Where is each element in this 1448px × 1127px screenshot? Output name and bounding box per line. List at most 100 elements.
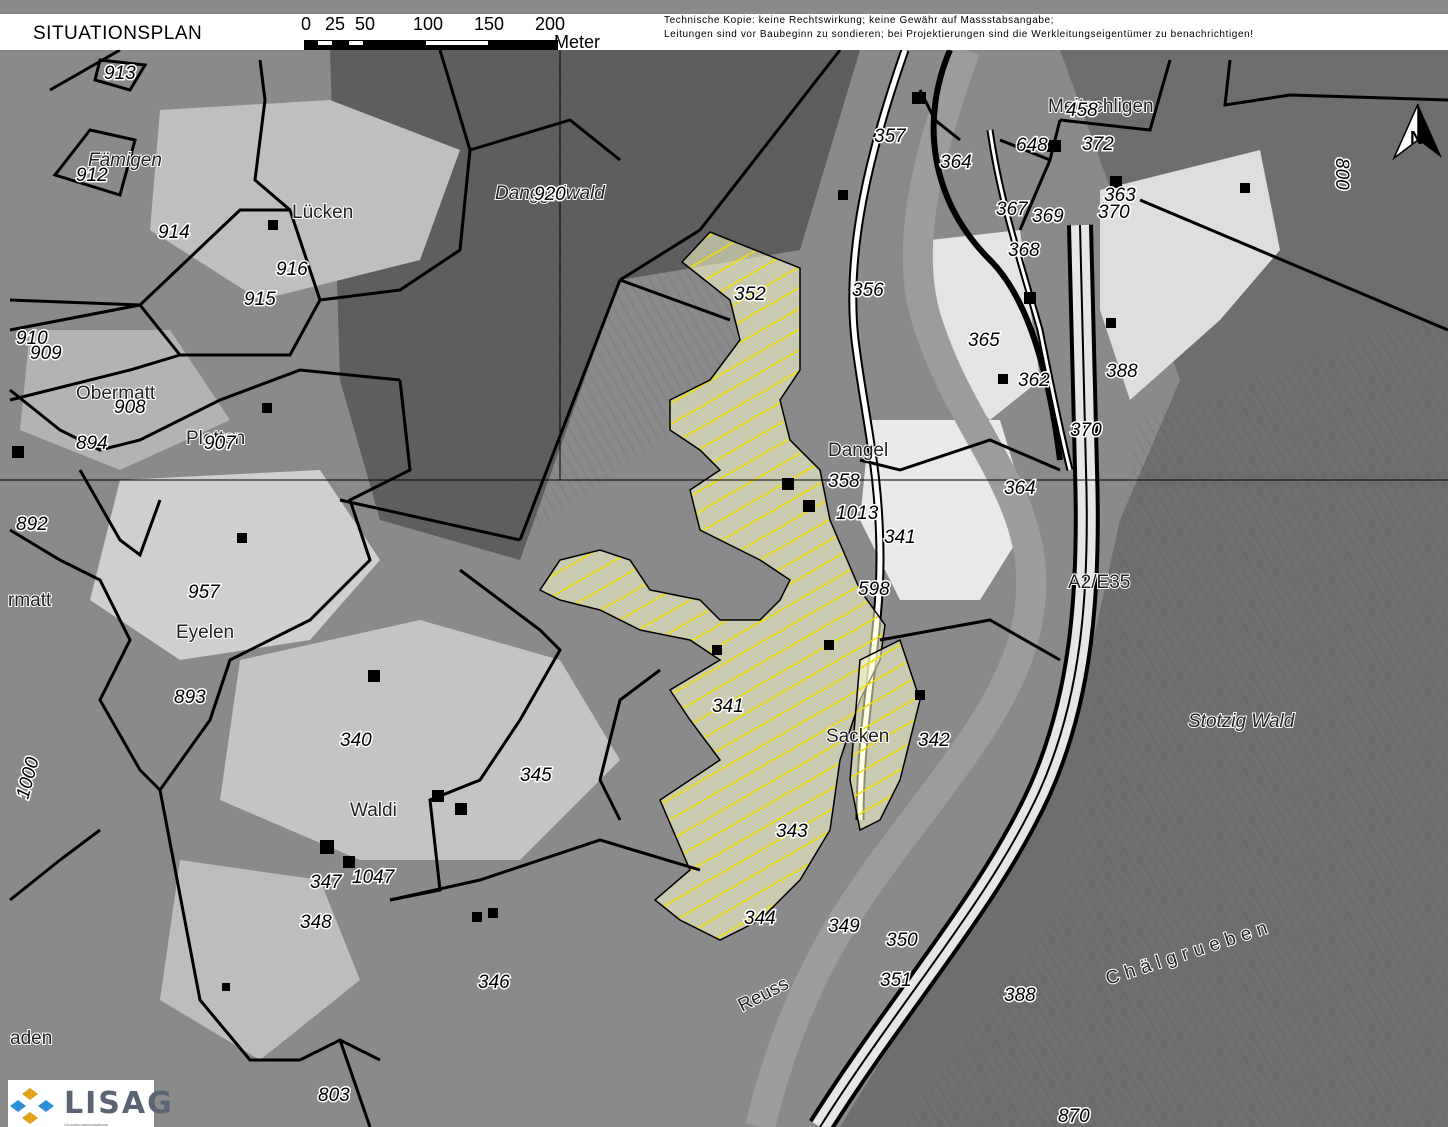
scale-bar: 0 25 50 100 150 200 Meter: [296, 14, 648, 52]
motorway-a2-median: [819, 224, 1088, 1127]
scale-tick: 150: [473, 14, 505, 34]
road-label: A2/E35: [1068, 572, 1130, 593]
parcel-number: 910: [16, 328, 48, 349]
terrain-plateau-waldi: [220, 620, 620, 860]
parcel-number: 364: [940, 152, 972, 173]
north-arrow-icon: N: [1392, 103, 1442, 161]
place-label: aden: [10, 1028, 52, 1049]
scale-tick: 25: [324, 14, 346, 34]
parcel-number: 349: [828, 916, 860, 937]
contour-elevation: 800: [1331, 158, 1352, 190]
scale-tick: 100: [412, 14, 444, 34]
parcel-number: 907: [204, 433, 237, 454]
parcel-number: 345: [520, 765, 552, 786]
disclaimer-box: Technische Kopie: keine Rechtswirkung; k…: [648, 14, 1448, 50]
river-reuss: [745, 45, 1047, 1127]
scale-tick: 200: [534, 14, 566, 34]
parcel-number: 356: [852, 280, 884, 301]
parcel-number: 358: [828, 471, 860, 492]
parcel-number: 367: [996, 199, 1029, 220]
parcel-number: 368: [1008, 240, 1040, 261]
place-label: Dangel: [828, 440, 888, 461]
parcel-number: 648: [1016, 135, 1048, 156]
lisag-logo: LISAG Geoinformationssysteme: [8, 1080, 172, 1127]
contour-texture-north: [500, 60, 860, 540]
terrain-meadow-388: [1100, 150, 1280, 400]
parcel-number: 362: [1018, 370, 1050, 391]
parcel-number: 914: [158, 222, 190, 243]
parcel-number: 388: [1106, 361, 1138, 382]
parcel-number: 363: [1104, 185, 1136, 206]
scale-tick: 50: [354, 14, 376, 34]
parcel-number: 1047: [352, 867, 396, 888]
parcel-number: 908: [114, 397, 146, 418]
plan-title: SITUATIONSPLAN: [33, 23, 203, 44]
parcel-number-labels: 913 912 914 916 915 910 909 908 894 907 …: [11, 62, 1353, 1127]
parcel-number: 343: [776, 821, 808, 842]
parcel-number: 1013: [836, 503, 879, 524]
grid-lines: [0, 50, 1448, 481]
parcel-number: 920: [534, 184, 566, 205]
parcel-number: 340: [340, 730, 372, 751]
parcel-number: 912: [76, 165, 108, 186]
place-label: Danggelwald: [495, 183, 606, 204]
parcel-number: 458: [1066, 100, 1098, 121]
highlighted-parcel-area[interactable]: [538, 231, 886, 941]
parcel-number: 352: [734, 284, 766, 305]
parcel-number: 913: [104, 63, 136, 84]
contour-texture-east: [900, 300, 1448, 1127]
place-label: Lücken: [292, 202, 353, 223]
parcel-number: 365: [968, 330, 1000, 351]
highlighted-parcel-area-east[interactable]: [849, 638, 921, 832]
terrain-plateau-eyelen: [90, 470, 380, 660]
parcel-number: 341: [884, 527, 916, 548]
lisag-logo-text: LISAG: [64, 1086, 174, 1121]
parcel-number: 916: [276, 259, 308, 280]
parcel-number: 350: [886, 930, 918, 951]
parcel-number: 803: [318, 1085, 350, 1106]
place-label: Stotzig Wald: [1188, 711, 1296, 732]
scale-bar-graphic: [304, 40, 558, 50]
place-label: Meitschligen: [1048, 96, 1154, 117]
parcel-number: 870: [1058, 1106, 1090, 1127]
scale-unit: Meter: [554, 32, 601, 52]
place-label: Fämigen: [88, 150, 162, 171]
terrain-plateau-luecken: [150, 100, 460, 300]
parcel-number: 598: [858, 579, 890, 600]
parcel-number: 369: [1032, 206, 1064, 227]
parcel-number: 364: [1004, 478, 1036, 499]
scale-tick: 0: [300, 14, 312, 34]
place-label: Waldi: [350, 800, 397, 821]
parcel-number: 346: [478, 972, 510, 993]
parcel-number: 893: [174, 687, 206, 708]
place-label: Plotten: [186, 428, 245, 449]
parcel-number: 915: [244, 289, 276, 310]
place-label: Eyelen: [176, 622, 234, 643]
parcel-number: 388: [1004, 985, 1036, 1006]
place-label: rmatt: [8, 590, 52, 611]
lisag-logo-subtitle: Geoinformationssysteme: [64, 1122, 109, 1127]
parcel-number: 342: [918, 730, 950, 751]
parcel-number: 351: [880, 970, 912, 991]
parcel-number: 370: [1070, 420, 1102, 441]
parcel-number: 372: [1082, 134, 1114, 155]
parcel-number: 344: [744, 908, 776, 929]
parcel-number: 892: [16, 514, 48, 535]
disclaimer-line: Leitungen sind vor Baubeginn zu sondiere…: [664, 29, 1254, 40]
place-label: Sacken: [826, 726, 889, 747]
parcel-number: 348: [300, 912, 332, 933]
parcel-number: 347: [310, 872, 343, 893]
parcel-number: 370: [1098, 202, 1130, 223]
parcel-number: 957: [188, 582, 221, 603]
disclaimer-line: Technische Kopie: keine Rechtswirkung; k…: [664, 15, 1055, 26]
buildings: [12, 92, 1250, 991]
place-label: Obermatt: [76, 383, 156, 404]
north-arrow-letter: N: [1410, 128, 1423, 148]
parcel-number: 894: [76, 433, 108, 454]
plan-title-box: SITUATIONSPLAN: [0, 14, 296, 50]
secondary-road-fill: [988, 129, 1072, 471]
lisag-logo-icon: [10, 1088, 54, 1124]
parcel-boundaries: [9, 48, 1448, 1127]
